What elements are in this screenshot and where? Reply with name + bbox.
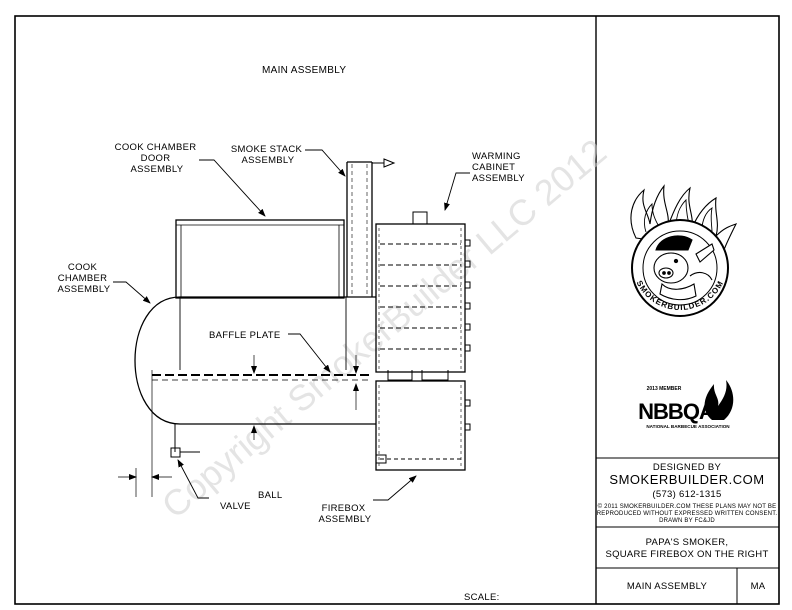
smoke-stack xyxy=(346,158,396,297)
svg-text:PAPA'S SMOKER,: PAPA'S SMOKER, xyxy=(646,537,729,548)
ball-valve xyxy=(170,424,200,458)
svg-text:© 2011 SMOKERBUILDER.COM TH: © 2011 SMOKERBUILDER.COM THESE PLANS MAY… xyxy=(598,503,777,510)
baffle-plate xyxy=(152,374,372,381)
pig-mascot-icon xyxy=(653,235,715,301)
nbbqa-badge: 2013 MEMBER NBBQA NATIONAL BARBECUE ASSO… xyxy=(638,380,734,429)
svg-text:REPRODUCED WITHOUT EXPRESSED: REPRODUCED WITHOUT EXPRESSED WRITTEN CON… xyxy=(597,511,778,517)
sheet-code: MA xyxy=(751,581,766,592)
smoker-drawing xyxy=(113,149,471,501)
cook-chamber xyxy=(134,296,376,425)
sheet-border xyxy=(14,15,780,605)
firebox xyxy=(375,380,471,471)
dimension-lines xyxy=(118,355,359,497)
svg-text:SQUARE FIREBOX ON THE RIGHT: SQUARE FIREBOX ON THE RIGHT xyxy=(605,549,768,560)
cook-chamber-door xyxy=(175,219,345,299)
drawing-labels: COOK CHAMBER DOOR ASSEMBLY SMOKE STACK A… xyxy=(58,142,525,525)
warming-cabinet xyxy=(375,211,471,381)
label-warming-cabinet: WARMING CABINET ASSEMBLY xyxy=(472,151,525,184)
svg-text:2013 MEMBER: 2013 MEMBER xyxy=(647,386,682,392)
svg-text:DESIGNED BY: DESIGNED BY xyxy=(653,462,722,473)
label-baffle-plate: BAFFLE PLATE xyxy=(209,330,281,341)
label-firebox: FIREBOX ASSEMBLY xyxy=(319,503,372,525)
label-cook-chamber: COOK CHAMBER ASSEMBLY xyxy=(58,262,111,295)
leader-lines xyxy=(113,149,470,501)
label-valve: VALVE xyxy=(220,501,251,512)
label-cook-chamber-door: COOK CHAMBER DOOR ASSEMBLY xyxy=(115,142,200,175)
designed-by-block: DESIGNED BY SMOKERBUILDER.COM (573) 612-… xyxy=(597,462,778,524)
smokerbuilder-logo: SMOKERBUILDER.COM xyxy=(630,184,738,317)
svg-text:DRAWN BY FC&JD: DRAWN BY FC&JD xyxy=(659,518,715,524)
nbbqa-flame-icon xyxy=(704,380,734,420)
svg-text:NBBQA: NBBQA xyxy=(638,399,715,424)
label-ball: BALL xyxy=(258,490,282,501)
svg-text:(573) 612-1315: (573) 612-1315 xyxy=(652,489,721,500)
project-name-block: PAPA'S SMOKER, SQUARE FIREBOX ON THE RIG… xyxy=(605,537,768,560)
sheet-title: MAIN ASSEMBLY xyxy=(627,581,708,592)
label-smoke-stack: SMOKE STACK ASSEMBLY xyxy=(231,144,305,166)
svg-text:SMOKERBUILDER.COM: SMOKERBUILDER.COM xyxy=(609,472,764,487)
svg-text:NATIONAL BARBECUE ASSOCIATION: NATIONAL BARBECUE ASSOCIATION xyxy=(646,424,730,429)
drawing-title: MAIN ASSEMBLY xyxy=(262,65,346,76)
scale-label: SCALE: xyxy=(464,592,500,603)
